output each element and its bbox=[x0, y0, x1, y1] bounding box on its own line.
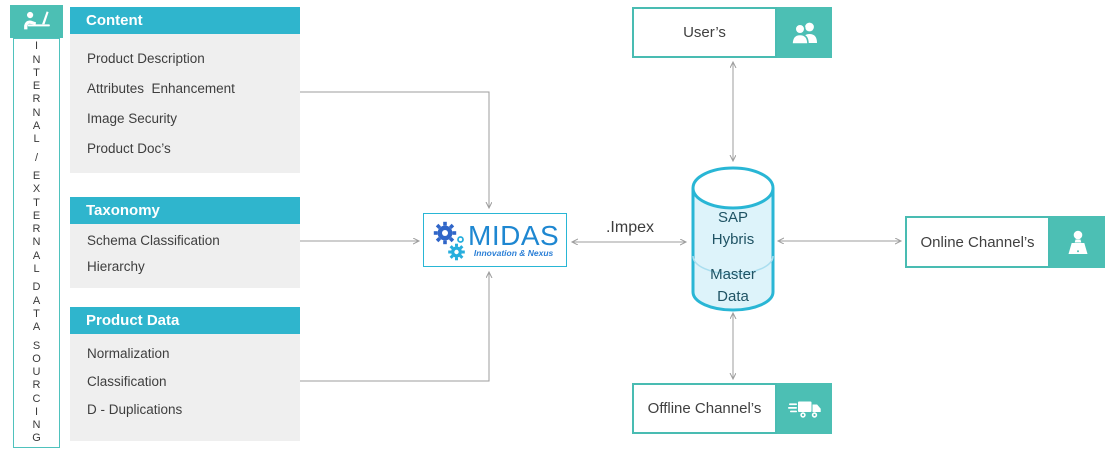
connector-content-to-midas bbox=[300, 91, 489, 208]
node-offline-channels-icon-box bbox=[777, 383, 832, 434]
vertical-letter: E bbox=[32, 170, 41, 182]
vertical-letter: D bbox=[32, 281, 41, 294]
node-online-channels-label: Online Channel’s bbox=[905, 216, 1050, 268]
vertical-letter: L bbox=[33, 262, 40, 275]
panel-item: Hierarchy bbox=[87, 258, 145, 274]
vertical-letter: R bbox=[32, 223, 41, 235]
vertical-letter: C bbox=[32, 392, 41, 405]
vertical-letter: R bbox=[32, 93, 41, 106]
database-line: SAP bbox=[717, 209, 748, 226]
vertical-letter: A bbox=[32, 249, 41, 262]
delivery-truck-icon bbox=[787, 401, 821, 418]
panel-item: Product Doc’s bbox=[87, 140, 171, 156]
panel-item: Attributes Enhancement bbox=[87, 80, 235, 96]
vertical-letter: U bbox=[32, 366, 41, 378]
vertical-letter: S bbox=[32, 339, 41, 352]
panel-product-data-title: Product Data bbox=[70, 307, 300, 334]
vertical-letter: X bbox=[32, 183, 41, 196]
database-label: SAP Hybris Master Data bbox=[689, 207, 777, 308]
node-offline-channels-label: Offline Channel’s bbox=[632, 383, 777, 434]
impex-label: .Impex bbox=[605, 219, 654, 236]
midas-node: MIDAS Innovation & Nexus bbox=[423, 213, 567, 267]
vertical-letter: A bbox=[32, 119, 41, 132]
users-icon bbox=[790, 22, 817, 45]
vertical-letter: E bbox=[32, 209, 41, 222]
person-at-desk-icon bbox=[23, 11, 50, 30]
node-online-channels: Online Channel’s bbox=[905, 216, 1105, 268]
vertical-letter: / bbox=[34, 151, 39, 164]
vertical-letter: G bbox=[32, 432, 41, 445]
vertical-letter: L bbox=[33, 133, 40, 145]
vertical-letter: O bbox=[32, 352, 41, 365]
panel-item: Product Description bbox=[87, 50, 205, 66]
vertical-letter: N bbox=[32, 236, 41, 249]
panel-content-title: Content bbox=[70, 7, 300, 34]
vertical-letter: T bbox=[33, 307, 40, 320]
connector-productdata-to-midas bbox=[300, 272, 489, 382]
node-online-channels-icon-box bbox=[1050, 216, 1105, 268]
database-cylinder bbox=[691, 166, 775, 312]
panel-item: Schema Classification bbox=[87, 232, 220, 248]
vertical-letter: A bbox=[32, 321, 41, 333]
node-users-label: User’s bbox=[632, 7, 777, 58]
node-users-icon-box bbox=[777, 7, 832, 58]
vertical-letter: T bbox=[33, 66, 40, 79]
panel-item: D - Duplications bbox=[87, 401, 183, 417]
database-line: Master bbox=[710, 266, 756, 283]
vertical-letter: N bbox=[32, 419, 41, 431]
data-sourcing-header bbox=[10, 5, 63, 38]
vertical-letter: T bbox=[33, 196, 40, 209]
database-line: Data bbox=[717, 288, 749, 305]
vertical-letter: N bbox=[32, 106, 41, 119]
midas-logo-text: MIDAS bbox=[468, 220, 560, 251]
gears-icon bbox=[433, 221, 465, 261]
vertical-letter: I bbox=[34, 40, 39, 53]
vertical-letter: A bbox=[32, 294, 41, 307]
panel-item: Image Security bbox=[87, 110, 178, 126]
vertical-letter: R bbox=[32, 379, 41, 392]
panel-item: Classification bbox=[87, 373, 167, 389]
panel-taxonomy-title: Taxonomy bbox=[70, 197, 300, 224]
panel-item: Normalization bbox=[87, 345, 170, 361]
midas-tagline: Innovation & Nexus bbox=[473, 248, 554, 258]
node-users: User’s bbox=[632, 7, 832, 58]
vertical-letter: I bbox=[34, 405, 39, 418]
database-line: Hybris bbox=[711, 231, 755, 248]
vertical-letter: N bbox=[32, 53, 41, 66]
vertical-letter: E bbox=[32, 80, 41, 92]
online-shopper-icon bbox=[1068, 230, 1087, 254]
node-offline-channels: Offline Channel’s bbox=[632, 383, 832, 434]
